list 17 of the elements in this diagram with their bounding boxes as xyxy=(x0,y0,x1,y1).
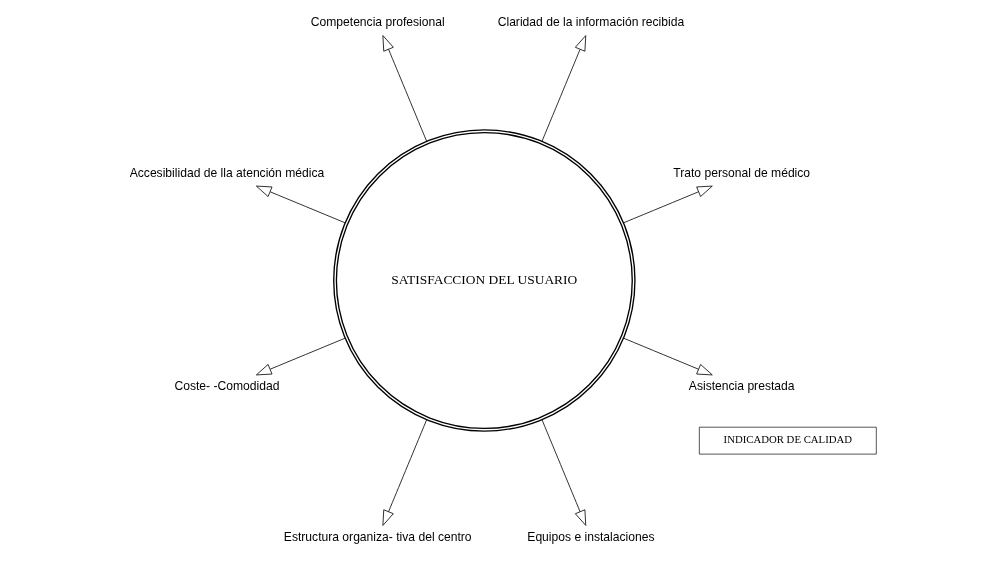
arrow xyxy=(622,337,713,376)
node-box: INDICADOR DE CALIDAD xyxy=(698,426,877,455)
node-text: Equipos e instalaciones xyxy=(526,529,655,544)
arrow xyxy=(381,419,427,526)
arrow xyxy=(381,35,427,142)
node-text: Accesibilidad de lla atención médica xyxy=(129,165,324,180)
arrow xyxy=(622,185,713,224)
node-text: Estructura organiza- tiva del centro xyxy=(283,529,472,544)
arrow xyxy=(541,419,586,526)
arrow xyxy=(541,35,586,142)
node-text: Claridad de la información recibida xyxy=(497,15,684,30)
node-text: Coste- -Comodidad xyxy=(173,379,279,394)
arrow xyxy=(255,337,345,376)
node-text: Asistencia prestada xyxy=(688,379,795,394)
node-text: Competencia profesional xyxy=(310,15,445,30)
node-text: Trato personal de médico xyxy=(672,165,810,180)
arrow xyxy=(255,185,345,224)
